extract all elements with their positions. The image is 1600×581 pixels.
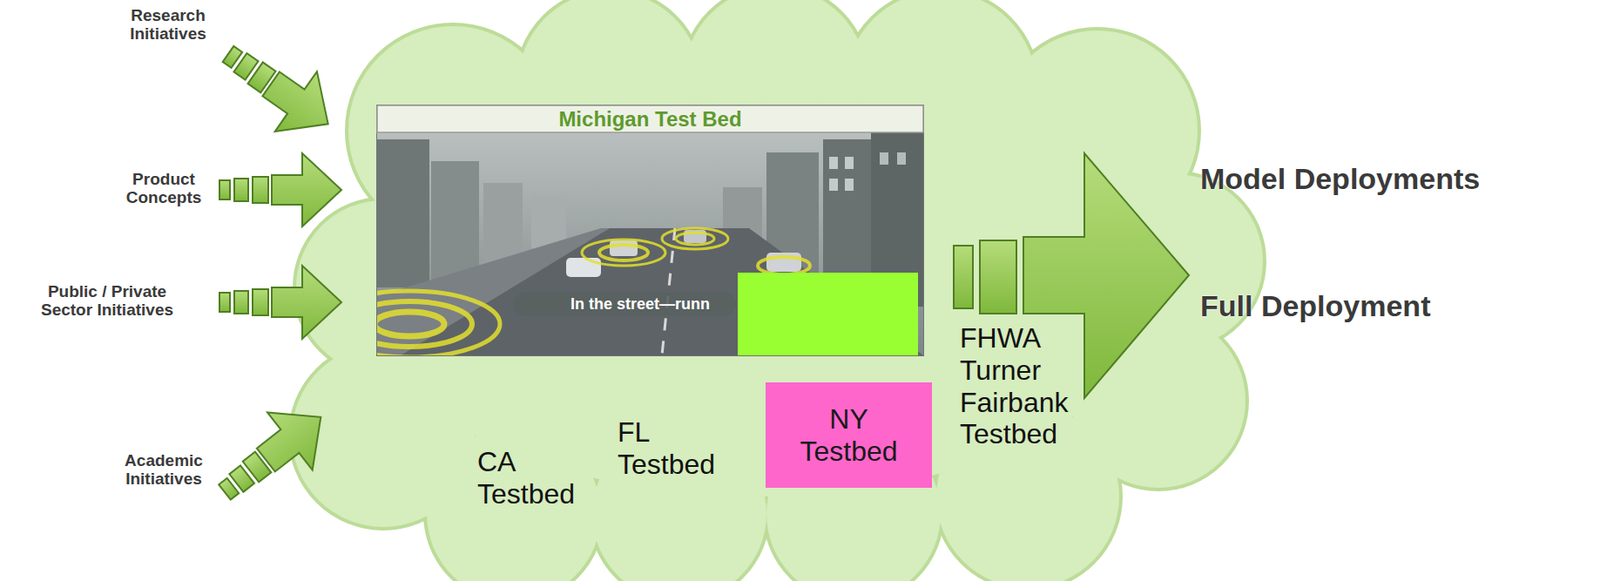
cloud-outline bbox=[291, 0, 1263, 581]
label-holder: CA Testbed bbox=[477, 445, 575, 511]
label-holder: Research Initiatives bbox=[129, 6, 207, 44]
label-holder: Public / Private Sector Initiatives bbox=[27, 283, 189, 320]
photo-scene bbox=[377, 132, 924, 356]
photo-caption: In the street—runn bbox=[570, 292, 710, 316]
title-strip bbox=[377, 105, 924, 133]
label-holder: Full Deployment bbox=[1200, 289, 1431, 324]
caption-strip bbox=[513, 292, 736, 316]
input-label: Product Concepts bbox=[126, 170, 203, 208]
label-holder: FHWA Turner Fairbank Testbed bbox=[959, 322, 1069, 451]
testbed-label: FL Testbed bbox=[617, 416, 716, 481]
label-holder: Product Concepts bbox=[126, 170, 203, 208]
photo-frame bbox=[377, 105, 924, 356]
input-arrow bbox=[202, 388, 344, 521]
photo-panel: Michigan Test Bed In the street—runn bbox=[377, 105, 924, 356]
label-holder: FL Testbed bbox=[617, 416, 716, 481]
input-arrows bbox=[202, 24, 350, 522]
testbed-box: NY Testbed bbox=[765, 382, 932, 488]
output-label: Full Deployment bbox=[1200, 289, 1431, 324]
input-label: Research Initiatives bbox=[129, 6, 207, 44]
label-holder: Academic Initiatives bbox=[124, 452, 203, 489]
street-photo bbox=[318, 105, 924, 358]
testbed-label: FHWA Turner Fairbank Testbed bbox=[959, 322, 1069, 451]
testbed-name: NY Testbed bbox=[799, 403, 898, 468]
cloud bbox=[291, 0, 1263, 581]
input-label: Public / Private Sector Initiatives bbox=[27, 283, 189, 320]
input-arrow bbox=[207, 24, 350, 155]
input-arrow bbox=[219, 153, 342, 227]
output-label: Model Deployments bbox=[1200, 162, 1480, 196]
lime-patch bbox=[737, 272, 919, 356]
input-arrow bbox=[219, 265, 342, 339]
label-holder: Model Deployments bbox=[1200, 162, 1480, 196]
panel-title: Michigan Test Bed bbox=[377, 105, 924, 133]
input-label: Academic Initiatives bbox=[124, 452, 203, 489]
testbed-label: CA Testbed bbox=[477, 445, 575, 511]
